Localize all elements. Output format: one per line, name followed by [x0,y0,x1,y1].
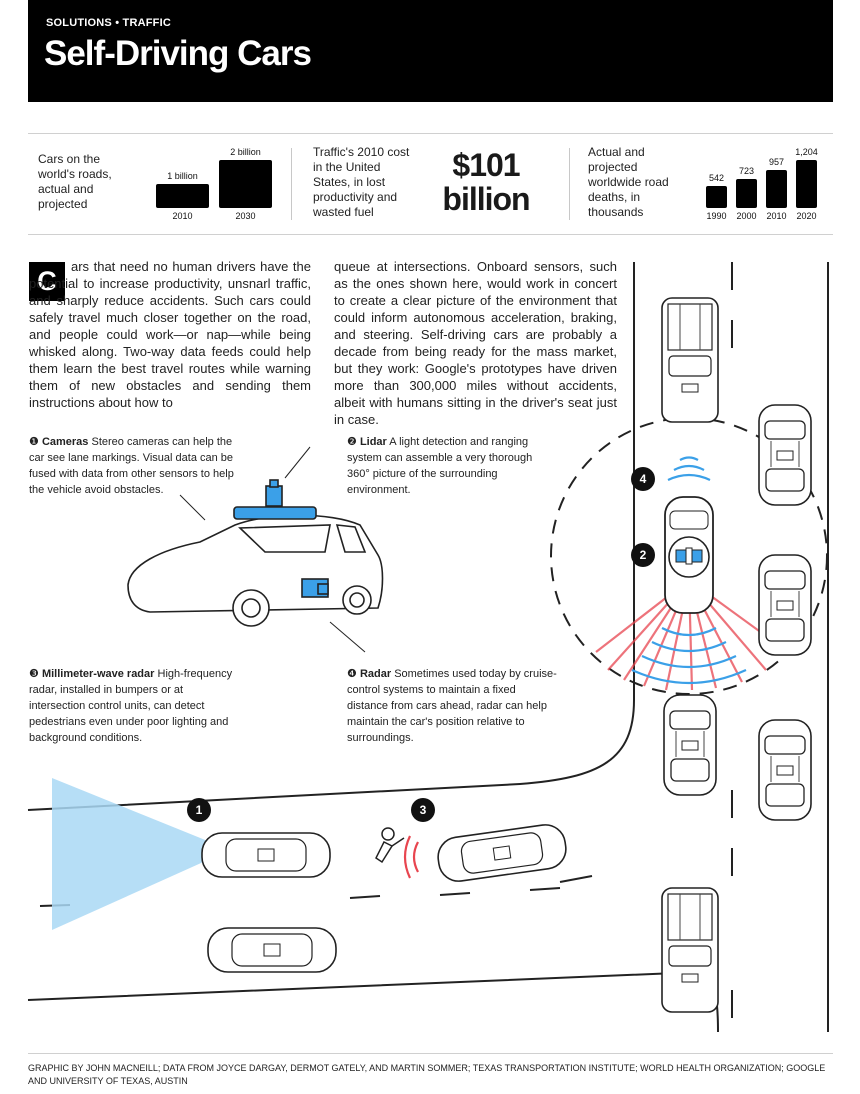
footer-credits: GRAPHIC BY JOHN MACNEILL; DATA FROM JOYC… [28,1063,826,1086]
bar-2020 [796,160,817,208]
caption-text: Stereo cameras can help the car see lane… [29,436,234,496]
bar-year-label: 2000 [736,211,757,221]
radar-waves [631,456,747,685]
stats-divider [291,148,292,220]
car-top-right-2 [758,554,812,656]
bar-value-label: 1,204 [795,147,818,157]
parked-car-side [207,927,337,973]
stats-divider [569,148,570,220]
drop-cap: C [29,262,65,301]
cars-stat-label: Cars on the world's roads, actual and pr… [38,152,112,211]
truck-top-1 [661,297,719,423]
caption-number-badge: ❶ [29,436,39,448]
mm-radar-waves [403,835,419,879]
bar-2010 [156,184,209,208]
article-column-2: queue at intersections. Onboard sensors,… [334,259,617,427]
caption-cameras: ❶ Cameras Stereo cameras can help the ca… [29,434,243,498]
self-driving-car-top [664,496,714,614]
caption-number-badge: ❷ [347,436,357,448]
caption-text: Sometimes used today by cruise-control s… [347,668,557,744]
bar-year-label: 1990 [706,211,727,221]
cost-figure-amount: $101 [452,147,520,183]
stats-top-rule [28,133,833,134]
caption-mm-radar: ❸ Millimeter-wave radar High-frequency r… [29,666,234,746]
bar-2010 [766,170,787,208]
caption-radar: ❹ Radar Sometimes used today by cruise-c… [347,666,559,746]
deaths-stat-label: Actual and projected worldwide road deat… [588,145,669,219]
bar-year-label: 2020 [796,211,817,221]
marker-3: 3 [420,803,427,817]
caption-text: A light detection and ranging system can… [347,436,533,496]
marker-badges [187,467,655,822]
cost-figure-unit: billion [442,181,530,217]
caption-number-badge: ❸ [29,668,39,680]
camera-view-cone [52,778,230,930]
marker-4: 4 [640,472,647,486]
car-top-lane-1 [663,694,717,796]
bar-year-label: 2010 [172,211,193,221]
car-top-right-1 [758,404,812,506]
page-title: Self-Driving Cars [44,34,312,73]
cost-stat-label: Traffic's 2010 cost in the United States… [313,145,410,219]
section-kicker: SOLUTIONS • TRAFFIC [46,17,171,29]
bar-value-label: 2 billion [230,147,261,157]
bar-1990 [706,186,727,208]
marker-2: 2 [640,548,647,562]
caption-number-badge: ❹ [347,668,357,680]
lane-dashes [39,262,733,1018]
pedestrian-icon [375,827,405,864]
article-column-1: ars that need no human drivers have the … [29,259,311,410]
caption-text: High-frequency radar, installed in bumpe… [29,668,233,744]
bar-2030 [219,160,272,208]
bar-value-label: 723 [738,166,755,176]
caption-lidar: ❷ Lidar A light detection and ranging sy… [347,434,537,498]
callout-lines [179,446,366,653]
bar-2000 [736,179,757,208]
footer-rule [28,1053,833,1054]
stats-bottom-rule [28,234,833,235]
caption-title: Lidar [359,436,387,448]
caption-title: Cameras [41,436,89,448]
radar-car-side [434,821,570,885]
bar-year-label: 2030 [235,211,256,221]
car-top-right-3 [758,719,812,821]
marker-1: 1 [196,803,203,817]
bar-year-label: 2010 [766,211,787,221]
cost-figure: $101 billion [428,148,544,216]
sensor-car-illustration [127,479,384,627]
bar-value-label: 1 billion [167,171,198,181]
bar-value-label: 957 [768,157,785,167]
caption-title: Radar [359,668,392,680]
bar-value-label: 542 [708,173,725,183]
header-banner: SOLUTIONS • TRAFFIC Self-Driving Cars [28,0,833,102]
camera-car-side [201,832,331,878]
caption-title: Millimeter-wave radar [41,668,155,680]
truck-top-2 [661,887,719,1013]
